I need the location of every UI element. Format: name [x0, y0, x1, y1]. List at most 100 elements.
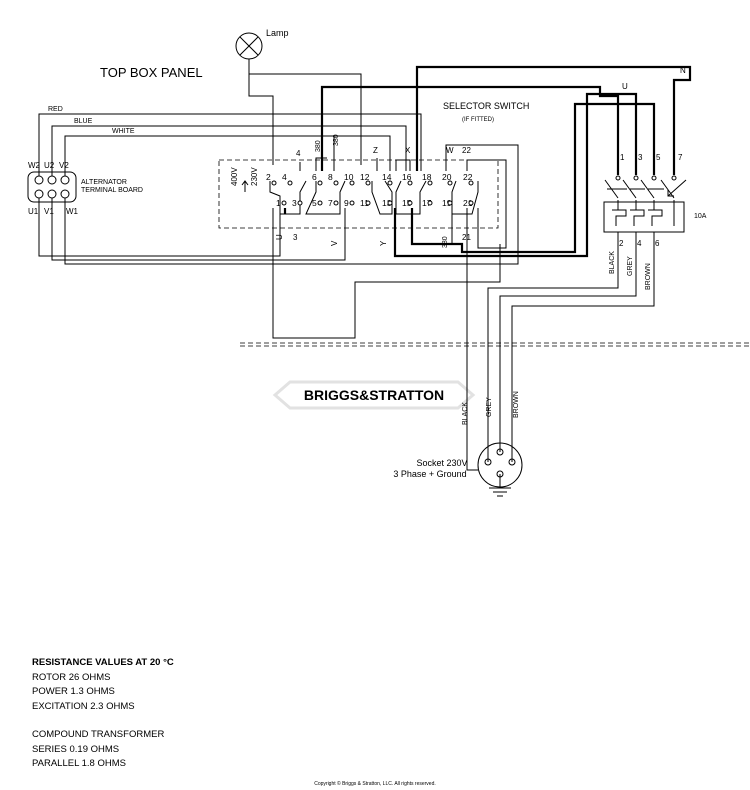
wire-u-feed: [320, 85, 620, 175]
voltage-400-label: 400V: [230, 167, 239, 186]
selector-terminal-top: [427, 180, 433, 186]
wire-breaker-5: [410, 102, 656, 254]
selector-terminal-bottom: [468, 200, 474, 206]
wire-u1: [38, 198, 281, 257]
breaker-terminal-4: 4: [637, 239, 642, 248]
selector-terminal-top: [468, 180, 474, 186]
breaker-wire-brown: BROWN: [645, 263, 652, 290]
terminal-u1: U1: [28, 207, 39, 216]
panel-title: TOP BOX PANEL: [100, 65, 203, 80]
wire-breaker-3: [393, 92, 638, 258]
selector-switch-box: [218, 159, 499, 229]
selector-terminal-top: [317, 180, 323, 186]
selector-terminal-top: [349, 180, 355, 186]
resistance-notes: RESISTANCE VALUES AT 20 °C ROTOR 26 OHMS…: [32, 656, 174, 772]
contact-group-5: [451, 180, 479, 215]
selector-terminal-top-label: 14: [382, 172, 392, 182]
wire-lamp-return: [272, 208, 501, 339]
note-power: POWER 1.3 OHMS: [32, 686, 115, 697]
lamp-label: Lamp: [266, 28, 289, 38]
selector-terminal-bottom: [317, 200, 323, 206]
selector-terminal-bottom-label: 21: [463, 198, 473, 208]
lamp-wire-a: [248, 59, 362, 165]
breaker-wire-black: BLACK: [609, 251, 616, 274]
lamp-wire-b: [248, 59, 274, 165]
socket-label-line2: 3 Phase + Ground: [393, 469, 466, 479]
selector-terminal-top: [333, 180, 339, 186]
wire-380-link: [466, 208, 478, 471]
selector-terminal-bottom-label: 5: [312, 198, 317, 208]
terminal-w1: W1: [66, 207, 79, 216]
selector-terminal-bottom: [407, 200, 413, 206]
selector-terminal-bottom: [281, 200, 287, 206]
selector-switch-title: SELECTOR SWITCH: [443, 101, 529, 111]
wire-380-a: [315, 157, 327, 171]
terminal-w2: W2: [28, 161, 41, 170]
selector-terminal-bottom: [447, 200, 453, 206]
selector-terminal-bottom-label: 13: [382, 198, 392, 208]
selector-terminal-bottom: [297, 200, 303, 206]
notes-transformer-heading: COMPOUND TRANSFORMER: [32, 729, 165, 740]
wire-blue: [51, 125, 407, 176]
note-excitation: EXCITATION 2.3 OHMS: [32, 700, 135, 712]
selector-terminal-top-label: 22: [463, 172, 473, 182]
selector-terminal-top-label: 4: [282, 172, 287, 182]
selector-terminal-bottom-label: 15: [402, 198, 412, 208]
label-v: V: [330, 240, 339, 246]
breaker-rating: 10A: [694, 213, 707, 220]
terminal-u2: U2: [44, 161, 55, 170]
wire-v1: [51, 198, 346, 261]
selector-terminal-top: [387, 180, 393, 186]
wire-out-brown: [511, 232, 655, 462]
selector-terminal-top-label: 20: [442, 172, 452, 182]
breaker-switch-icon: [604, 175, 687, 199]
selector-terminal-top: [287, 180, 293, 186]
breaker-terminal-7: 7: [678, 153, 683, 162]
label-3: 3: [293, 233, 298, 242]
selector-terminal-bottom-label: 11: [360, 198, 369, 208]
selector-terminal-bottom: [333, 200, 339, 206]
selector-terminal-bottom: [387, 200, 393, 206]
label-22: 22: [462, 146, 471, 155]
selector-terminal-bottom: [349, 200, 355, 206]
wire-22: [466, 159, 507, 249]
selector-terminal-top-label: 8: [328, 172, 333, 182]
selector-terminal-bottom-label: 17: [422, 198, 432, 208]
socket-icon: [477, 442, 523, 488]
socket-wire-black: BLACK: [462, 402, 469, 425]
selector-terminal-top: [365, 180, 371, 186]
line-label-u: U: [622, 82, 628, 91]
wire-x-z: [395, 159, 411, 171]
label-x: X: [405, 146, 411, 155]
label-w: W: [446, 146, 454, 155]
wire-label-blue: BLUE: [74, 118, 93, 125]
selector-terminal-bottom-label: 1: [276, 198, 281, 208]
breaker-body: [603, 201, 685, 233]
wire-label-white: WHITE: [112, 128, 135, 135]
breaker-terminal-3: 3: [638, 153, 643, 162]
note-series: SERIES 0.19 OHMS: [32, 743, 120, 755]
socket-wire-grey: GREY: [486, 397, 493, 417]
selector-terminal-top: [271, 180, 277, 186]
ground-icon: [489, 474, 511, 497]
terminal-v2: V2: [59, 161, 69, 170]
note-rotor: ROTOR 26 OHMS: [32, 671, 111, 683]
voltage-arrow-icon: [241, 180, 249, 192]
voltage-230-label: 230V: [250, 167, 259, 186]
alternator-label-line1: ALTERNATOR: [81, 179, 127, 186]
wire-white: [64, 135, 391, 176]
breaker-terminal-2: 2: [619, 239, 624, 248]
contact-group-3: [371, 180, 393, 215]
socket-label-line1: Socket 230V: [416, 458, 467, 468]
breaker-terminal-5: 5: [656, 153, 661, 162]
alternator-terminal-board: [27, 171, 77, 203]
selector-terminal-top: [407, 180, 413, 186]
alternator-label-line2: TERMINAL BOARD: [81, 187, 143, 194]
selector-terminal-top: [447, 180, 453, 186]
socket-wire-brown: BROWN: [513, 391, 520, 418]
selector-terminal-top-label: 18: [422, 172, 432, 182]
selector-terminal-bottom-label: 7: [328, 198, 333, 208]
selector-terminal-bottom: [427, 200, 433, 206]
wire-out-black: [487, 232, 619, 462]
